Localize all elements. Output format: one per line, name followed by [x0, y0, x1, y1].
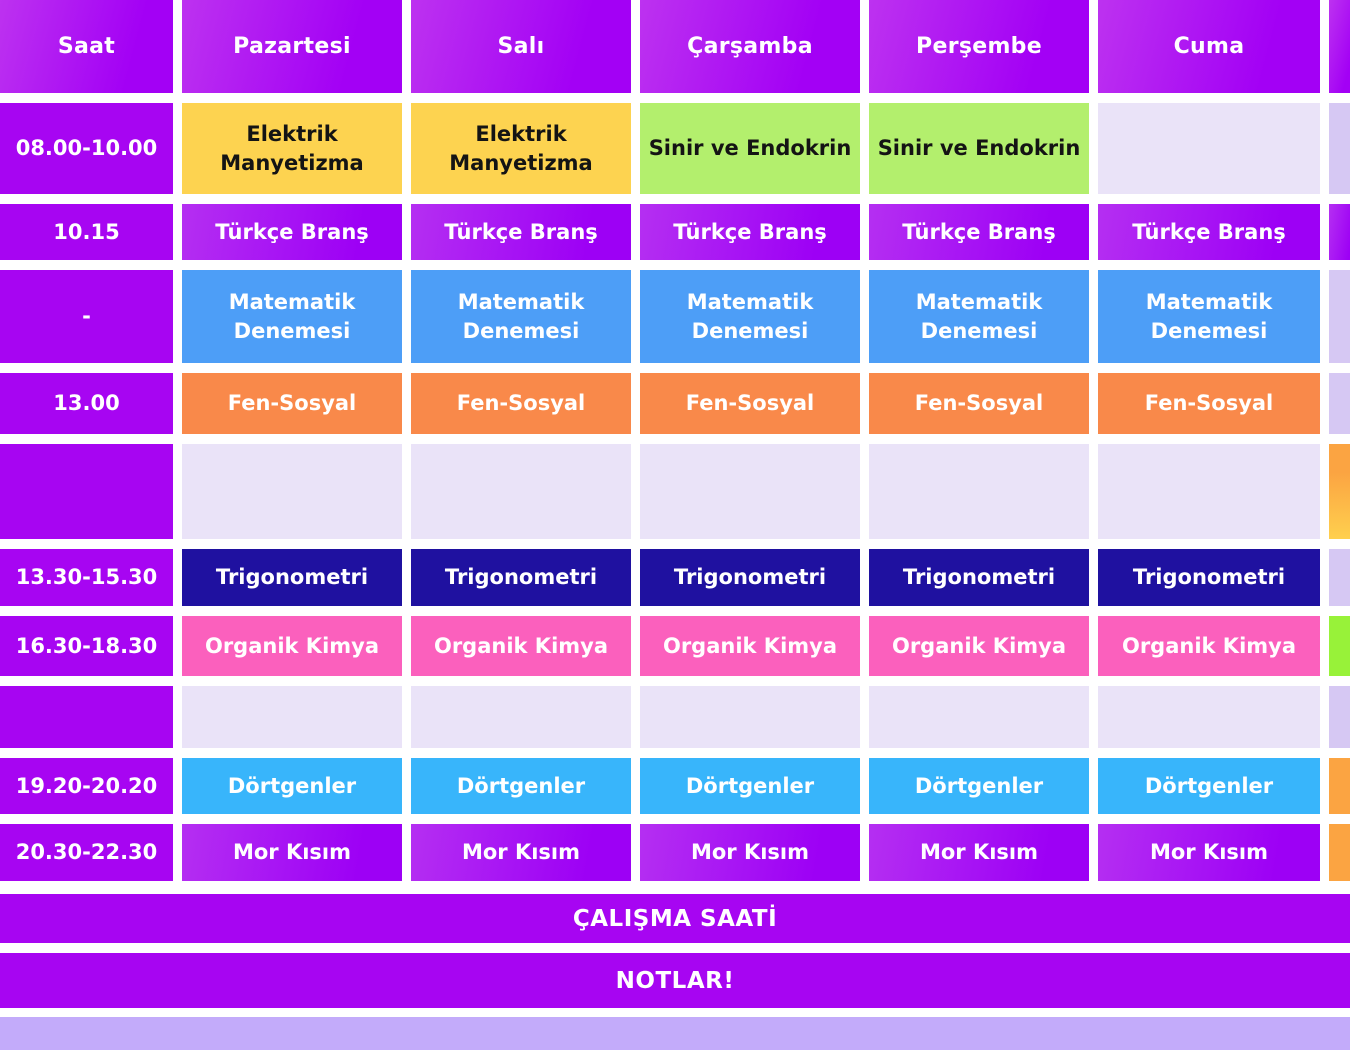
subject-cell: Organik Kimya [411, 616, 631, 676]
subject-cell [869, 686, 1089, 748]
subject-cell: Mor Kısım [640, 824, 860, 881]
time-cell: 16.30-18.30 [0, 616, 173, 676]
time-cell: 13.30-15.30 [0, 549, 173, 606]
subject-cell: Mor Kısım [411, 824, 631, 881]
notes-bar: NOTLAR! [0, 953, 1350, 1008]
edge-cell [1329, 270, 1350, 363]
subject-cell: Sinir ve Endokrin [869, 103, 1089, 194]
subject-cell: Trigonometri [411, 549, 631, 606]
subject-cell [411, 686, 631, 748]
subject-cell: Trigonometri [1098, 549, 1320, 606]
time-cell [0, 444, 173, 539]
subject-cell: Matematik Denemesi [182, 270, 402, 363]
subject-cell [1098, 103, 1320, 194]
edge-cell [1329, 686, 1350, 748]
subject-cell: Dörtgenler [411, 758, 631, 814]
subject-cell: Trigonometri [869, 549, 1089, 606]
subject-cell: Türkçe Branş [182, 204, 402, 260]
subject-cell: Dörtgenler [182, 758, 402, 814]
subject-cell: Organik Kimya [640, 616, 860, 676]
subject-cell: Trigonometri [640, 549, 860, 606]
subject-cell: Dörtgenler [640, 758, 860, 814]
subject-cell: Fen-Sosyal [411, 373, 631, 434]
edge-cell [1329, 758, 1350, 814]
bottom-accent-bar [0, 1017, 1350, 1050]
subject-cell [1098, 686, 1320, 748]
subject-cell: Matematik Denemesi [411, 270, 631, 363]
subject-cell: Fen-Sosyal [869, 373, 1089, 434]
work-hours-bar: ÇALIŞMA SAATİ [0, 894, 1350, 943]
subject-cell: Fen-Sosyal [640, 373, 860, 434]
edge-header-cell [1329, 0, 1350, 93]
subject-cell: Matematik Denemesi [640, 270, 860, 363]
subject-cell: Elektrik Manyetizma [182, 103, 402, 194]
subject-cell [640, 686, 860, 748]
subject-cell: Dörtgenler [1098, 758, 1320, 814]
subject-cell: Matematik Denemesi [869, 270, 1089, 363]
subject-cell: Mor Kısım [182, 824, 402, 881]
subject-cell: Dörtgenler [869, 758, 1089, 814]
edge-cell [1329, 373, 1350, 434]
time-cell [0, 686, 173, 748]
subject-cell: Sinir ve Endokrin [640, 103, 860, 194]
subject-cell: Türkçe Branş [1098, 204, 1320, 260]
subject-cell: Fen-Sosyal [182, 373, 402, 434]
subject-cell: Organik Kimya [869, 616, 1089, 676]
time-cell: 08.00-10.00 [0, 103, 173, 194]
subject-cell [640, 444, 860, 539]
subject-cell: Fen-Sosyal [1098, 373, 1320, 434]
subject-cell: Mor Kısım [1098, 824, 1320, 881]
day-header-cell: Salı [411, 0, 631, 93]
day-header-cell: Perşembe [869, 0, 1089, 93]
subject-cell: Türkçe Branş [869, 204, 1089, 260]
day-header-cell: Cuma [1098, 0, 1320, 93]
time-column-header: Saat [0, 0, 173, 93]
time-cell: 19.20-20.20 [0, 758, 173, 814]
subject-cell: Trigonometri [182, 549, 402, 606]
day-header-cell: Pazartesi [182, 0, 402, 93]
edge-cell [1329, 103, 1350, 194]
subject-cell: Türkçe Branş [411, 204, 631, 260]
day-header-cell: Çarşamba [640, 0, 860, 93]
subject-cell [411, 444, 631, 539]
subject-cell: Organik Kimya [1098, 616, 1320, 676]
subject-cell [1098, 444, 1320, 539]
time-cell: 10.15 [0, 204, 173, 260]
subject-cell: Organik Kimya [182, 616, 402, 676]
subject-cell: Matematik Denemesi [1098, 270, 1320, 363]
subject-cell: Elektrik Manyetizma [411, 103, 631, 194]
time-cell: 13.00 [0, 373, 173, 434]
time-cell: - [0, 270, 173, 363]
subject-cell [182, 444, 402, 539]
edge-cell [1329, 204, 1350, 260]
edge-cell [1329, 616, 1350, 676]
time-cell: 20.30-22.30 [0, 824, 173, 881]
subject-cell [182, 686, 402, 748]
subject-cell [869, 444, 1089, 539]
subject-cell: Mor Kısım [869, 824, 1089, 881]
subject-cell: Türkçe Branş [640, 204, 860, 260]
edge-cell [1329, 549, 1350, 606]
edge-cell [1329, 824, 1350, 881]
edge-cell [1329, 444, 1350, 539]
